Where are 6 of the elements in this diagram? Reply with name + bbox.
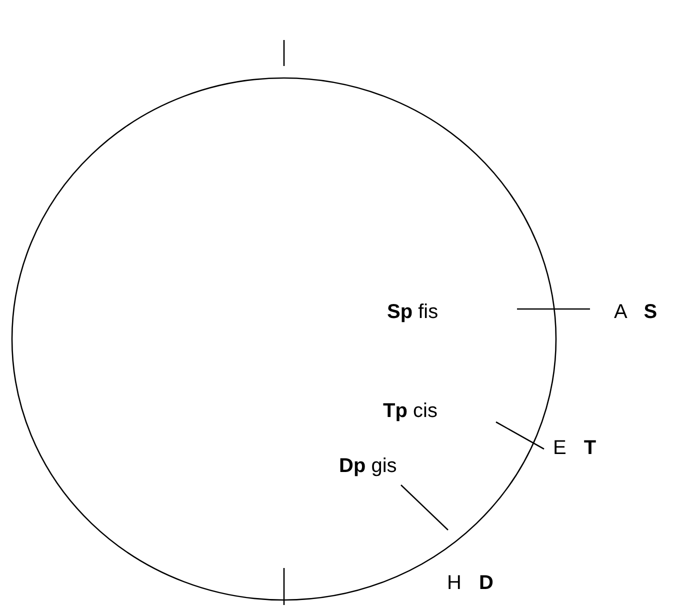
parallel-label: Sp fis — [387, 300, 438, 324]
key-label: A S — [614, 300, 658, 324]
parallel-label: Tp cis — [383, 399, 438, 423]
parallel-label: Dp gis — [339, 454, 397, 478]
key-label: H D — [447, 571, 494, 595]
key-label: E T — [553, 436, 596, 460]
